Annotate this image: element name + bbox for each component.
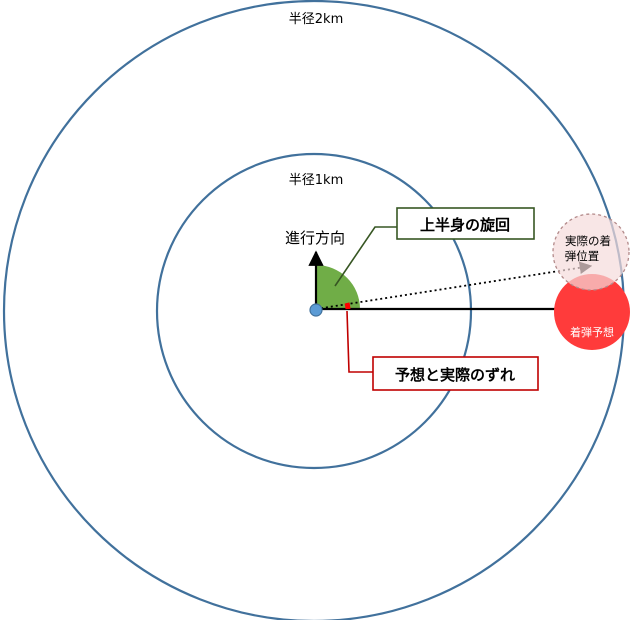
turn-callout-text: 上半身の旋回 [420, 216, 510, 234]
predicted-impact-label: 着弾予想 [570, 325, 614, 339]
predicted-impact-circle [554, 274, 630, 350]
turn-callout-connector [334, 226, 397, 287]
turn-sector [316, 265, 360, 309]
actual-impact-circle [552, 213, 630, 291]
deviation-arc [344, 302, 351, 310]
inner-radius-label: 半径1km [289, 173, 343, 188]
deviation-callout-connector [346, 310, 373, 373]
direction-label: 進行方向 [285, 229, 345, 247]
actual-impact-label-line2: 弾位置 [565, 249, 600, 263]
deviation-callout-box [372, 356, 539, 391]
actual-arrow [315, 261, 593, 310]
turn-callout-box [396, 207, 535, 240]
outer-radius-label: 半径2km [289, 12, 343, 27]
origin-point [309, 303, 323, 317]
inner-radius-circle [155, 152, 473, 470]
deviation-callout-text: 予想と実際のずれ [395, 366, 515, 384]
actual-impact-label-line1: 実際の着 [565, 234, 611, 248]
